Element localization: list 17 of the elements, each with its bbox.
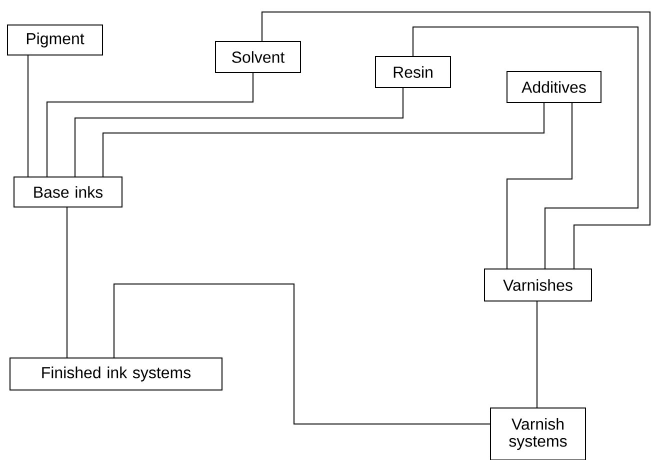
process-box: Resin xyxy=(375,56,451,88)
connector-line xyxy=(114,284,490,424)
process-box: Finished ink systems xyxy=(10,358,222,390)
connector-line xyxy=(102,102,544,177)
connector-line xyxy=(412,26,638,269)
connector-line xyxy=(66,207,68,358)
connector-line xyxy=(536,301,538,408)
process-box: Solvent xyxy=(215,41,301,73)
connector-line xyxy=(506,102,572,269)
process-box: Varnish systems xyxy=(490,408,586,460)
process-box: Base inks xyxy=(14,176,122,208)
process-box: Additives xyxy=(506,71,602,103)
connector-line xyxy=(74,88,404,177)
process-box: Varnishes xyxy=(484,268,592,302)
connector-line xyxy=(46,72,254,177)
process-box: Pigment xyxy=(7,24,103,56)
connector-line xyxy=(262,12,650,269)
